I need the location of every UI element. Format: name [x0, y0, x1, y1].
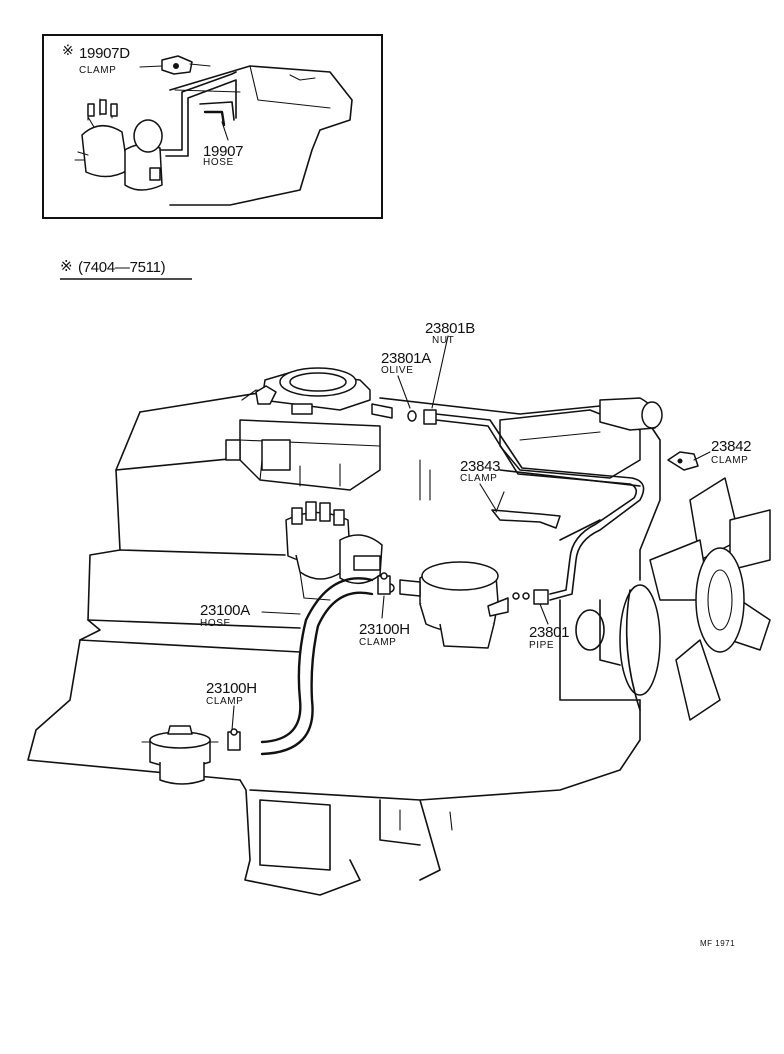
- hose-23100a: [260, 577, 374, 744]
- clamp-23100h-upper-number: 23100H: [359, 621, 410, 638]
- olive-23801a: [407, 410, 417, 422]
- inset-clamp-text: CLAMP: [79, 65, 117, 76]
- inset-diagram: [42, 34, 383, 219]
- distributor: [285, 501, 383, 601]
- inset-distributor: [74, 98, 163, 191]
- pipe-23801-text: PIPE: [529, 640, 555, 651]
- leader-lines: [231, 335, 711, 731]
- clamp-23842-text: CLAMP: [711, 455, 749, 466]
- pipe-23801-number: 23801: [529, 624, 570, 641]
- fuel-filter: [141, 725, 219, 785]
- inset-clamp-number: 19907D: [79, 45, 130, 62]
- engine-block: [27, 391, 663, 896]
- hose-clamp-upper: [377, 572, 391, 595]
- clamp-23100h-upper-text: CLAMP: [359, 637, 397, 648]
- hose-23100a-text: HOSE: [200, 618, 231, 629]
- fuel-pump: [385, 561, 520, 649]
- inset-hose-number: 19907: [203, 143, 244, 160]
- inset-asterisk: ※: [62, 43, 74, 59]
- olive-number: 23801A: [381, 350, 431, 367]
- inset-engine-outline: [169, 65, 353, 206]
- variant-range: (7404—7511): [78, 259, 166, 276]
- clamp-23842: [667, 451, 699, 471]
- nut-text: NUT: [432, 335, 455, 346]
- clamp-23842-number: 23842: [711, 438, 752, 455]
- clamp-23100h-lower-text: CLAMP: [206, 696, 244, 707]
- clamp-23843-number: 23843: [460, 458, 501, 475]
- clamp-23843: [491, 491, 561, 529]
- nut-23801b: [423, 409, 437, 425]
- cooling-fan: [619, 477, 771, 721]
- clamp-23100h-lower-number: 23100H: [206, 680, 257, 697]
- olive-text: OLIVE: [381, 365, 414, 376]
- inset-pipe: [159, 71, 237, 151]
- drawing-code: MF 1971: [700, 939, 736, 948]
- inset-hose: [203, 110, 226, 127]
- inset-frame: [42, 34, 383, 219]
- carburettor-intake: [225, 367, 393, 491]
- hose-clamp-lower: [227, 728, 241, 751]
- inset-hose-text: HOSE: [203, 157, 234, 168]
- variant-asterisk: ※: [60, 257, 73, 275]
- inset-clamp: [161, 55, 211, 75]
- hose-23100a-number: 23100A: [200, 602, 250, 619]
- clamp-23843-text: CLAMP: [460, 473, 498, 484]
- pipe-nut-lower: [533, 589, 549, 605]
- fuel-pipe: [435, 413, 645, 601]
- nut-number: 23801B: [425, 320, 475, 337]
